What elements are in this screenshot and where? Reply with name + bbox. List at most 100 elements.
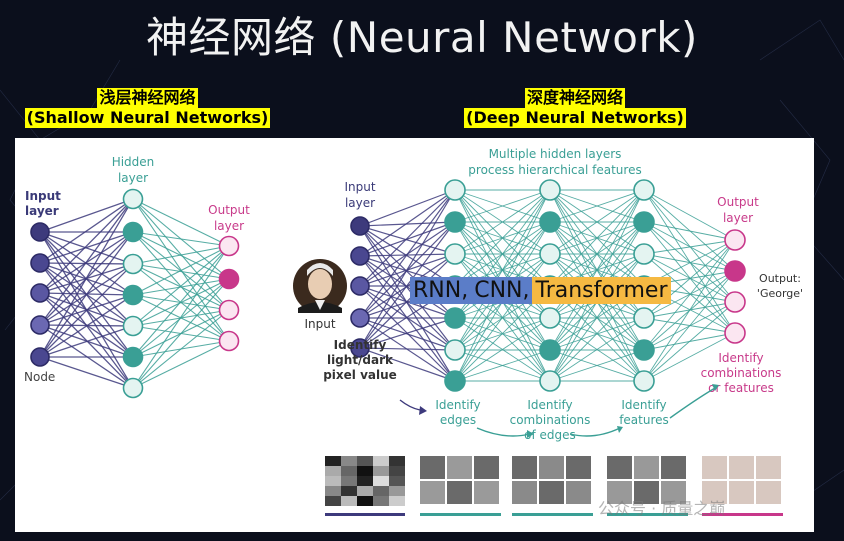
deep-hidden-node: [633, 307, 655, 329]
feature-patch: [566, 456, 591, 479]
shallow-hidden-node: [122, 253, 144, 275]
pixel-cell: [357, 466, 373, 476]
pixel-cell: [373, 476, 389, 486]
deep-hidden-node: [444, 211, 466, 233]
step1-line1: Identify: [334, 338, 387, 352]
edge: [549, 189, 645, 255]
pixel-cell: [325, 486, 341, 496]
deep-input-node: [350, 246, 370, 266]
shallow-output-node: [218, 330, 240, 352]
pixel-cell: [389, 476, 405, 486]
feature-patch: [447, 456, 472, 479]
shallow-caption: 浅层神经网络 (Shallow Neural Networks): [20, 88, 275, 128]
deep-hidden-node: [444, 339, 466, 361]
shallow-input-node: [30, 253, 50, 273]
output-value-1: Output:: [759, 272, 801, 285]
edge: [643, 189, 736, 241]
feature-patch: [661, 481, 686, 504]
edge: [454, 253, 551, 382]
deep-input-node: [350, 338, 370, 358]
edge: [132, 245, 230, 296]
deep-caption-en: (Deep Neural Networks): [464, 108, 686, 128]
edge: [454, 189, 551, 351]
edge: [549, 189, 645, 351]
shallow-input-node: [30, 222, 50, 242]
deep-hidden-node: [444, 307, 466, 329]
shallow-output-node: [218, 235, 240, 257]
edge: [359, 317, 456, 349]
edge: [359, 225, 456, 351]
edge: [549, 189, 645, 287]
edge: [132, 245, 230, 327]
pixel-cell: [389, 496, 405, 506]
deep-input-node: [350, 216, 370, 236]
shallow-output-label-2: layer: [214, 219, 244, 233]
feature-patch: [729, 481, 754, 504]
step3-line2: combinations: [510, 413, 591, 427]
edge: [359, 347, 456, 351]
pixel-cell: [373, 486, 389, 496]
output-value-2: 'George': [757, 287, 803, 300]
pixel-cell: [341, 486, 357, 496]
pixel-cell: [341, 496, 357, 506]
feature-patch: [702, 456, 727, 479]
edge: [359, 225, 456, 287]
edge: [132, 231, 230, 247]
edge: [39, 198, 134, 358]
edge: [39, 198, 134, 326]
thumb-underline: [420, 513, 501, 516]
feature-patch: [420, 456, 445, 479]
deep-hidden-node: [633, 243, 655, 265]
deep-input-label-1: Input: [344, 180, 375, 194]
edge: [39, 198, 134, 264]
watermark: 公众号 · 质量之巅: [598, 499, 726, 518]
edge: [454, 189, 551, 255]
edge: [454, 349, 551, 382]
edge: [132, 245, 230, 389]
shallow-output-label-1: Output: [208, 203, 250, 217]
deep-output-node: [724, 229, 746, 251]
edge: [39, 263, 134, 358]
feature-patch: [634, 456, 659, 479]
thumb-underline: [325, 513, 405, 516]
pixel-cell: [325, 456, 341, 466]
photo-input-label: Input: [304, 317, 335, 331]
shallow-input-label-1: Input: [25, 189, 61, 203]
pixel-cell: [389, 456, 405, 466]
edge: [359, 253, 456, 349]
step4-line2: features: [619, 413, 669, 427]
shallow-hidden-node: [122, 188, 144, 210]
pixel-cell: [389, 486, 405, 496]
feature-thumbnails: [325, 456, 783, 516]
feature-patch: [756, 456, 781, 479]
deep-hidden-node: [633, 211, 655, 233]
edge: [132, 263, 230, 280]
step2-line2: edges: [440, 413, 476, 427]
shallow-hidden-node: [122, 315, 144, 337]
edge: [454, 189, 551, 287]
page-title: 神经网络 (Neural Network): [146, 13, 698, 62]
edge: [643, 253, 736, 334]
shallow-input-node: [30, 347, 50, 367]
feature-patch: [420, 481, 445, 504]
model-types-overlay: RNN, CNN, Transformer: [410, 274, 671, 306]
deep-hidden-node: [539, 179, 561, 201]
shallow-caption-cn: 浅层神经网络: [97, 88, 198, 108]
edge: [643, 270, 736, 382]
feature-patch: [729, 456, 754, 479]
deep-hidden-node: [633, 339, 655, 361]
edge: [643, 221, 736, 241]
edge: [643, 239, 736, 351]
deep-hidden-node: [633, 370, 655, 392]
shallow-hidden-node: [122, 221, 144, 243]
feature-patch: [474, 456, 499, 479]
pixel-cell: [357, 456, 373, 466]
edge: [643, 239, 736, 255]
shallow-input-node: [30, 315, 50, 335]
step1-line2: light/dark: [327, 353, 394, 367]
pixel-cell: [341, 466, 357, 476]
deep-header-2: process hierarchical features: [468, 163, 641, 177]
step5-line2: combinations: [701, 366, 782, 380]
deep-hidden-node: [539, 339, 561, 361]
node-label: Node: [24, 370, 55, 384]
